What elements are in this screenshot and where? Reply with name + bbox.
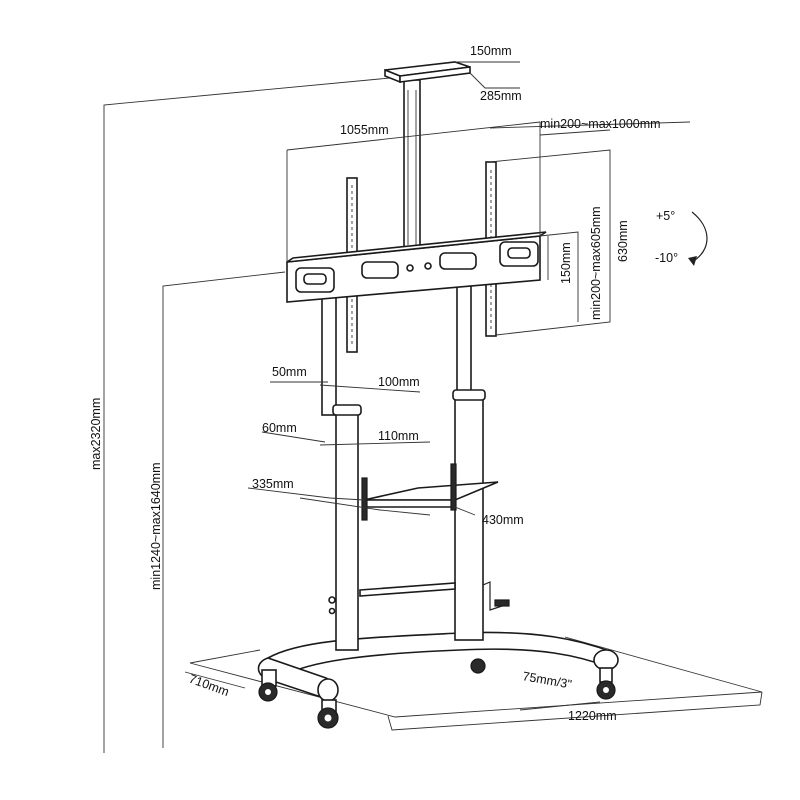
base-frame <box>257 631 619 702</box>
caster-front-center <box>317 699 339 729</box>
tilt-arrow-icon <box>688 211 708 266</box>
label-tilt-down: -10° <box>655 251 678 265</box>
label-tilt-up: +5° <box>656 209 675 223</box>
caster-rear-right <box>596 667 616 700</box>
label-upper-pole-span: 100mm <box>378 375 420 389</box>
equipment-shelf <box>361 463 499 521</box>
pole-clamp-knob <box>328 596 336 615</box>
caster-rear-center <box>470 658 486 674</box>
mounting-bracket <box>286 231 547 303</box>
right-pole <box>452 274 486 641</box>
crank-handle <box>482 581 510 611</box>
label-bracket-height: 630mm <box>616 220 630 262</box>
camera-column <box>403 79 421 251</box>
dimension-lines <box>247 61 691 711</box>
label-total-height: max2320mm <box>89 398 103 470</box>
caster-front-left <box>258 669 278 702</box>
label-vesa-horizontal: min200~max1000mm <box>540 117 661 131</box>
label-lower-pole-span: 110mm <box>378 429 419 443</box>
label-shelf-width: 430mm <box>482 513 524 527</box>
label-bracket-width: 1055mm <box>340 123 389 137</box>
dimension-labels: 150mm 285mm 1055mm min200~max1000mm 150m… <box>89 44 678 723</box>
label-base-depth: 710mm <box>187 672 231 699</box>
camera-top-plate <box>384 61 471 84</box>
lower-cross-bar <box>359 582 456 597</box>
label-base-width: 1220mm <box>568 709 617 723</box>
label-vesa-vertical-small: 150mm <box>559 242 573 284</box>
label-lower-pole-offset: 60mm <box>262 421 297 435</box>
label-caster-size: 75mm/3" <box>521 669 572 691</box>
label-top-plate-width: 150mm <box>470 44 512 58</box>
label-vesa-vertical-range: min200~max605mm <box>589 206 603 320</box>
label-shelf-depth: 335mm <box>252 477 294 491</box>
label-top-plate-depth: 285mm <box>480 89 522 103</box>
left-pole <box>321 274 362 651</box>
height-reference-planes <box>103 77 391 753</box>
label-mount-height-range: min1240~max1640mm <box>149 463 163 591</box>
label-upper-pole-offset: 50mm <box>272 365 307 379</box>
